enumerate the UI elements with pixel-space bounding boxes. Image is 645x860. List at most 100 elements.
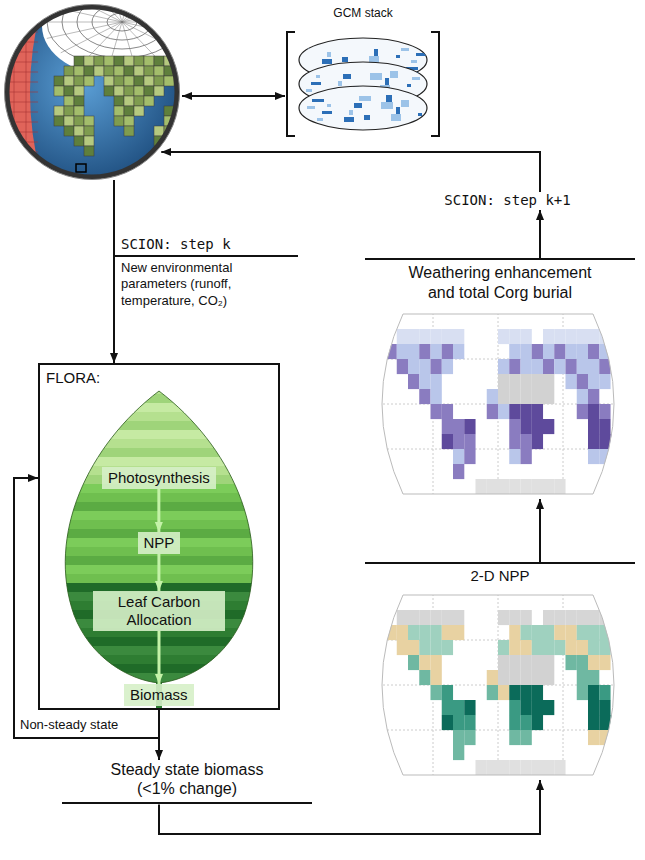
map-cell [464,715,475,730]
leaf-pixel [103,556,112,565]
polar-grid [122,22,180,23]
leaf-pixel [220,556,229,565]
leaf-pixel [265,682,274,691]
leaf-pixel [139,493,148,502]
map-cell [532,700,543,715]
map-cell [532,479,543,494]
leaf-pixel [184,412,193,421]
runoff-patch [312,99,324,102]
land-cell [84,136,94,146]
leaf-pixel [175,565,184,574]
map-cell [532,760,543,775]
leaf-pixel [58,394,67,403]
leaf-pixel [265,520,274,529]
leaf-pixel [247,655,256,664]
leaf-pixel [85,664,94,673]
leaf-pixel [229,601,238,610]
leaf-pixel [265,646,274,655]
leaf-pixel [58,502,67,511]
leaf-pixel [193,511,202,520]
map-cell [442,359,453,374]
leaf-pixel [220,655,229,664]
leaf-pixel [139,520,148,529]
leaf-pixel [94,520,103,529]
leaf-pixel [238,646,247,655]
leaf-pixel [139,403,148,412]
leaf-pixel [58,664,67,673]
leaf-pixel [40,637,49,646]
leaf-pixel [193,673,202,682]
land-cell [84,76,94,86]
leaf-pixel [40,538,49,547]
leaf-pixel [130,385,139,394]
leaf-pixel [130,457,139,466]
leaf-pixel [247,628,256,637]
leaf-pixel [85,466,94,475]
leaf-pixel [49,448,58,457]
edge-label: Non-steady state [18,717,120,732]
leaf-pixel [184,403,193,412]
leaf-pixel [148,385,157,394]
leaf-pixel [130,421,139,430]
leaf-pixel [193,574,202,583]
leaf-pixel [211,403,220,412]
leaf-pixel [76,637,85,646]
leaf-pixel [238,466,247,475]
leaf-pixel [76,421,85,430]
map-cell [453,464,464,479]
leaf-pixel [220,538,229,547]
map-cell [521,359,532,374]
leaf-pixel [202,412,211,421]
leaf-pixel [94,511,103,520]
leaf-pixel [265,610,274,619]
leaf-pixel [238,484,247,493]
leaf-pixel [274,655,278,664]
leaf-pixel [67,385,76,394]
leaf-pixel [40,430,49,439]
land-cell [74,66,84,76]
leaf-pixel [67,457,76,466]
leaf-pixel [184,574,193,583]
map-cell [487,685,498,700]
grid-line [26,4,27,180]
leaf-pixel [265,565,274,574]
leaf-pixel [211,529,220,538]
leaf-pixel [184,655,193,664]
leaf-pixel [103,385,112,394]
leaf-pixel [49,484,58,493]
leaf-pixel [76,457,85,466]
leaf-pixel [265,619,274,628]
map-cell [599,685,610,700]
map-cell [543,655,554,670]
map-cell [532,655,543,670]
leaf-pixel [238,664,247,673]
leaf-pixel [49,565,58,574]
leaf-pixel [157,403,166,412]
leaf-pixel [265,421,274,430]
map-cell [577,610,588,625]
map-cell [498,640,509,655]
leaf-pixel [265,655,274,664]
runoff-patch [407,84,411,87]
leaf-pixel [265,601,274,610]
map-cell [453,449,464,464]
leaf-pixel [247,466,256,475]
leaf-pixel [166,556,175,565]
map-cell [453,625,464,640]
leaf-pixel [94,502,103,511]
leaf-pixel [58,592,67,601]
leaf-pixel [49,610,58,619]
globe-illustration [4,4,180,180]
leaf-pixel [256,547,265,556]
leaf-pixel [40,529,49,538]
map-cell [588,685,599,700]
leaf-pixel [94,646,103,655]
leaf-pixel [67,628,76,637]
leaf-pixel [148,520,157,529]
map-cell [554,640,565,655]
leaf-pixel [40,601,49,610]
leaf-pixel [211,439,220,448]
leaf-pixel [247,682,256,691]
map-cell [543,419,554,434]
